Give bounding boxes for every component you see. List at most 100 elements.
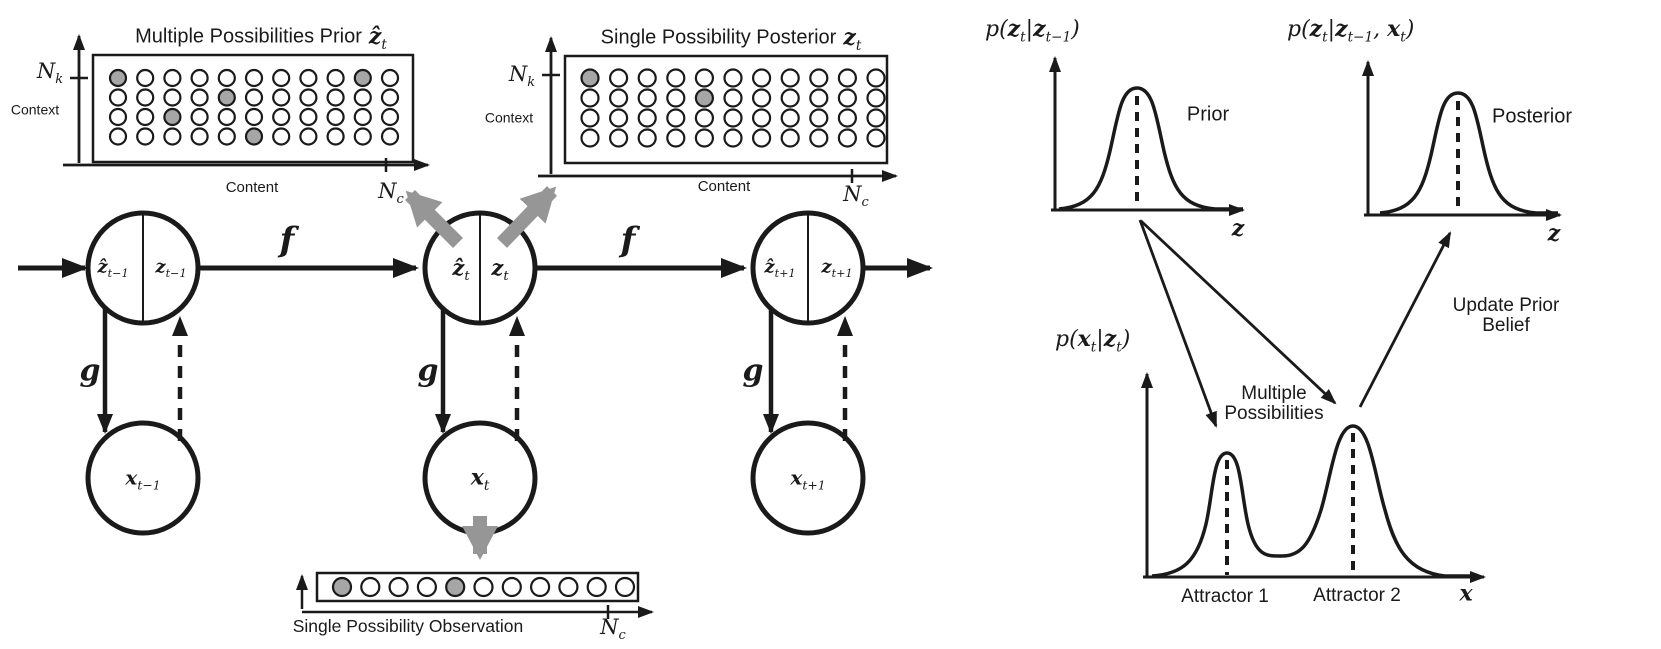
- likelihood-plot-title: p(xt|zt): [1055, 326, 1131, 354]
- posterior-grid-box: [563, 54, 889, 165]
- dot-empty: [637, 128, 657, 148]
- dot-empty: [108, 127, 128, 146]
- math-segment: ẑ: [97, 256, 108, 278]
- posterior-curve: [1379, 91, 1558, 215]
- math-segment: z: [491, 254, 504, 280]
- dot-empty: [837, 108, 858, 128]
- dot-empty: [501, 576, 522, 598]
- dot-empty: [666, 68, 686, 88]
- math-segment: t+1: [774, 267, 796, 281]
- math-segment: N: [508, 61, 528, 86]
- math-segment: t: [1090, 339, 1097, 356]
- math-segment: N: [843, 181, 862, 206]
- math-segment: ): [1071, 17, 1080, 42]
- dot-empty: [608, 88, 629, 108]
- attractor2-label: Attractor 2: [1313, 585, 1401, 607]
- dot-empty: [580, 88, 600, 108]
- math-segment: z: [1335, 16, 1348, 42]
- dot-empty: [163, 127, 182, 146]
- dot-empty: [837, 68, 858, 88]
- dot-empty: [751, 88, 772, 108]
- likelihood-plot-x-label: x: [1459, 582, 1472, 605]
- observation-dots: [331, 576, 636, 598]
- dot-empty: [637, 88, 657, 108]
- dot-empty: [866, 108, 886, 128]
- dot-empty: [380, 68, 400, 88]
- math-segment: x: [1077, 326, 1091, 352]
- dot-empty: [272, 88, 291, 107]
- dot-empty: [723, 108, 743, 128]
- math-segment: t−1: [1045, 29, 1072, 46]
- dot-empty: [837, 88, 858, 108]
- dot-empty: [809, 128, 829, 148]
- gen-fn-label-3: g: [742, 353, 764, 389]
- dot-empty: [388, 576, 409, 598]
- posterior-grid-content-label: Content: [697, 178, 751, 196]
- dot-empty: [614, 576, 636, 598]
- dot-empty: [136, 88, 155, 107]
- math-segment: ): [1121, 327, 1131, 352]
- node-label-z-prev: zt−1: [155, 258, 186, 280]
- math-segment: x: [790, 465, 803, 490]
- math-segment: c: [396, 192, 404, 208]
- math-segment: z: [821, 256, 832, 278]
- math-segment: ẑ: [452, 254, 465, 280]
- prior-plot-title: p(zt|zt−1): [985, 17, 1080, 44]
- dot-empty: [780, 88, 800, 108]
- dot-filled: [244, 127, 264, 146]
- posterior-grid-context-label: Context: [484, 109, 534, 126]
- posterior-grid-nc-label: Nc: [843, 181, 869, 209]
- dot-filled: [217, 88, 236, 107]
- math-segment: c: [861, 195, 869, 211]
- gray-arrow-to-posterior-grid: [496, 186, 558, 248]
- dot-empty: [529, 576, 551, 598]
- dot-empty: [780, 108, 800, 128]
- math-segment: k: [55, 72, 64, 88]
- math-segment: p(: [1287, 17, 1310, 42]
- dot-empty: [751, 68, 772, 88]
- attractor1-label: Attractor 1: [1181, 586, 1269, 608]
- prior-grid-title-math: ẑt: [369, 25, 387, 52]
- dot-empty: [558, 576, 579, 598]
- dot-empty: [837, 128, 858, 148]
- dot-filled: [353, 68, 372, 88]
- math-segment: N: [600, 614, 619, 639]
- dot-empty: [608, 108, 629, 128]
- prior-curve-label: Prior: [1186, 103, 1230, 126]
- gen-fn-label-1: g: [79, 353, 101, 389]
- prior-grid-nk-label: Nk: [37, 60, 63, 86]
- dot-empty: [353, 88, 372, 107]
- dot-empty: [866, 68, 886, 88]
- update-prior-belief-line1: Update Prior: [1452, 295, 1560, 317]
- math-segment: t−1: [107, 267, 129, 281]
- dot-empty: [723, 128, 743, 148]
- posterior-plot-x-label: z: [1548, 222, 1561, 245]
- dot-empty: [637, 108, 657, 128]
- dot-empty: [326, 68, 345, 88]
- dot-empty: [136, 107, 155, 127]
- dot-empty: [326, 127, 345, 146]
- dot-empty: [190, 127, 209, 146]
- prior-to-attractor1-arrow: [1138, 219, 1218, 428]
- dot-empty: [360, 576, 381, 598]
- observation-nc-label: Nc: [600, 614, 626, 642]
- math-segment: t−1: [137, 477, 161, 493]
- math-segment: z: [1231, 215, 1245, 242]
- dot-empty: [723, 68, 743, 88]
- dot-empty: [751, 128, 772, 148]
- dot-empty: [217, 107, 236, 127]
- dot-empty: [723, 88, 743, 108]
- dot-empty: [580, 108, 600, 128]
- prior-grid-nc-label: Nc: [378, 180, 404, 206]
- dot-empty: [380, 88, 400, 107]
- dot-empty: [299, 88, 318, 107]
- node-label-zhat-next: ẑt+1: [764, 258, 796, 281]
- dot-empty: [244, 88, 264, 107]
- dot-empty: [809, 68, 829, 88]
- dot-filled: [580, 68, 600, 88]
- posterior-grid-title-math: zt: [843, 26, 861, 53]
- dot-filled: [163, 107, 182, 127]
- node-label-x-next: xt+1: [790, 465, 825, 491]
- dot-empty: [108, 88, 128, 107]
